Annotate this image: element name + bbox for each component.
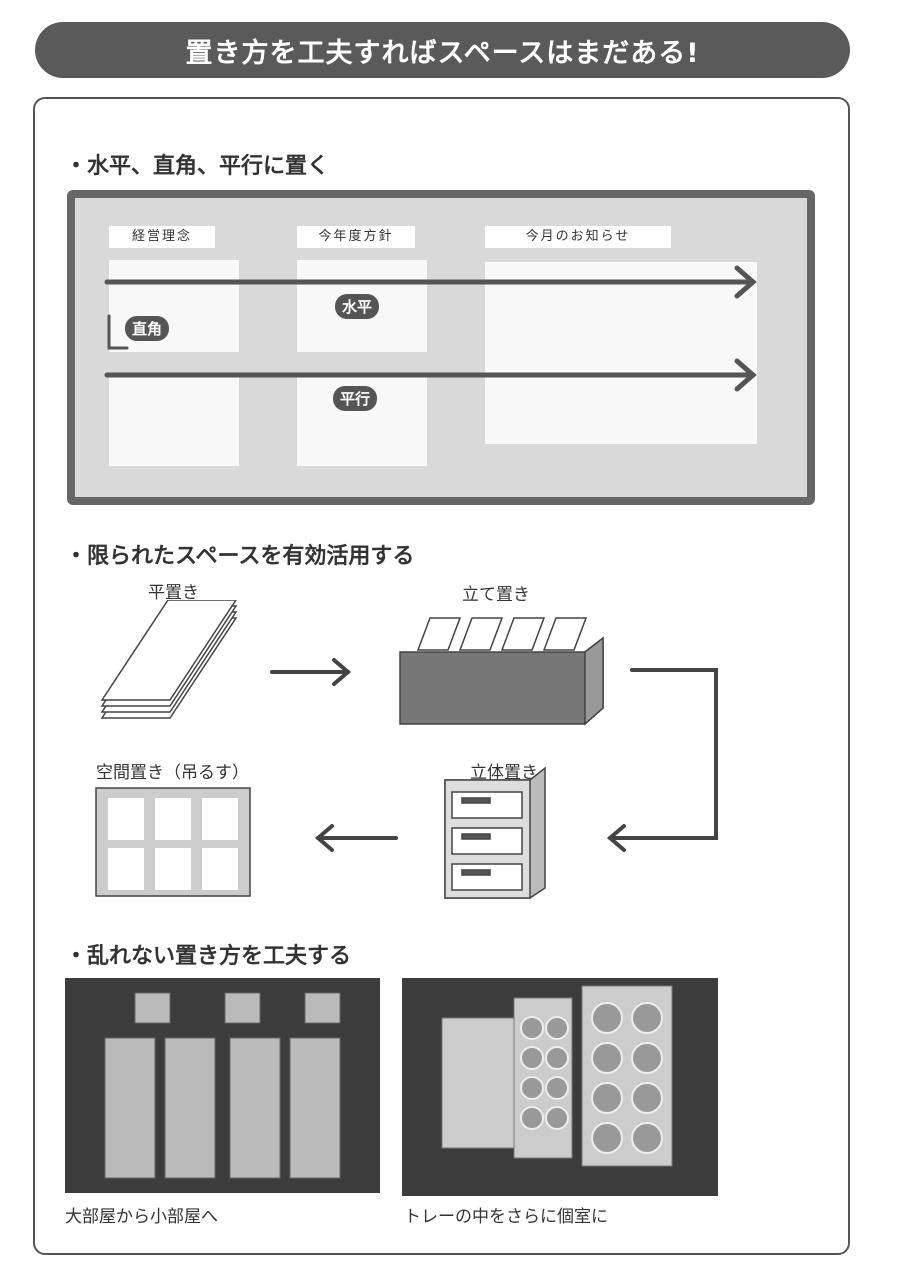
section1-heading: ・水平、直角、平行に置く xyxy=(65,154,330,179)
storage-diagram xyxy=(95,600,718,899)
alignment-arrows xyxy=(104,265,757,392)
flat-stack-icon xyxy=(100,600,238,719)
label-solid: 立体置き xyxy=(470,763,538,783)
board-label-philosophy: 経営理念 xyxy=(109,226,215,248)
tag-horizontal: 水平 xyxy=(335,294,380,319)
label-flat: 平置き xyxy=(148,583,199,603)
photo1-caption: 大部屋から小部屋へ xyxy=(65,1207,218,1227)
photo-tray-compartments xyxy=(402,978,718,1196)
board-label-notice: 今月のお知らせ xyxy=(485,226,671,248)
section2-heading: ・限られたスペースを有効活用する xyxy=(65,544,415,569)
arrow-bend xyxy=(608,668,718,840)
standing-box-icon xyxy=(399,617,604,726)
photo-shelf-dividers xyxy=(65,978,380,1193)
bulletin-board: 経営理念 今年度方針 今月のお知らせ 直角 水平 平行 xyxy=(67,190,815,505)
board-label-policy: 今年度方針 xyxy=(297,226,415,248)
page-banner: 置き方を工夫すればスペースはまだある! xyxy=(35,22,850,78)
tag-parallel: 平行 xyxy=(333,386,378,411)
paper xyxy=(109,376,239,466)
label-hanging: 空間置き（吊るす） xyxy=(96,763,249,783)
photo2-caption: トレーの中をさらに個室に xyxy=(404,1207,608,1227)
label-standing: 立て置き xyxy=(462,585,530,605)
drawer-cabinet-icon xyxy=(444,766,546,899)
section3-heading: ・乱れない置き方を工夫する xyxy=(65,944,352,969)
paper xyxy=(485,262,757,444)
content-frame xyxy=(33,97,850,1255)
right-angle-mark xyxy=(107,314,129,350)
tag-right-angle: 直角 xyxy=(125,316,170,341)
hanging-board-icon xyxy=(95,787,251,897)
